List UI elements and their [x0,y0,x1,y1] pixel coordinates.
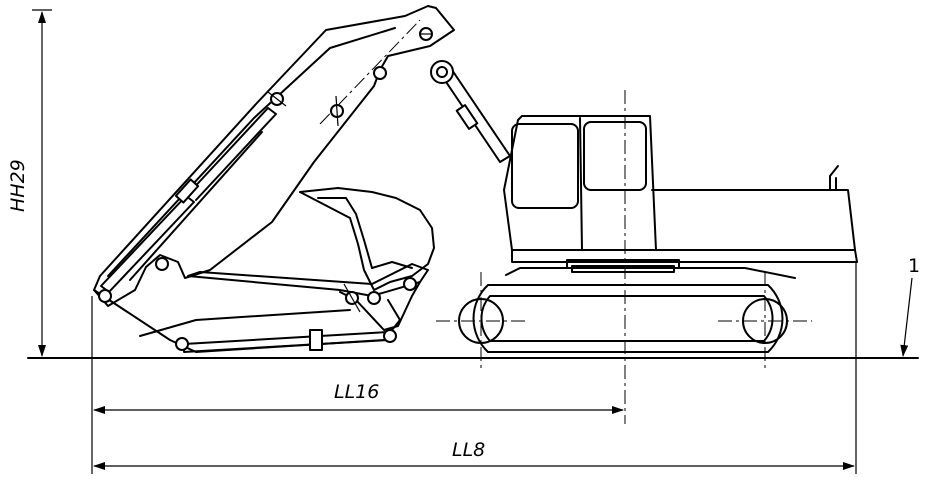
boom [93,5,455,307]
height-dimension-label: HH29 [7,159,29,212]
cab-window-side [583,121,647,191]
short-length-label: LL16 [334,381,379,403]
upper-structure [503,115,858,263]
callout-label: 1 [908,255,920,277]
pin-joints [98,27,454,351]
operator-cab [503,115,657,251]
callout-leader-line [900,277,913,357]
turntable [566,259,680,273]
total-length-label: LL8 [452,439,485,461]
bucket [299,187,435,331]
crawler-track [436,267,812,370]
boom-cylinder [100,107,277,293]
bucket-cylinder [183,329,389,353]
cab-window-front [511,123,579,209]
